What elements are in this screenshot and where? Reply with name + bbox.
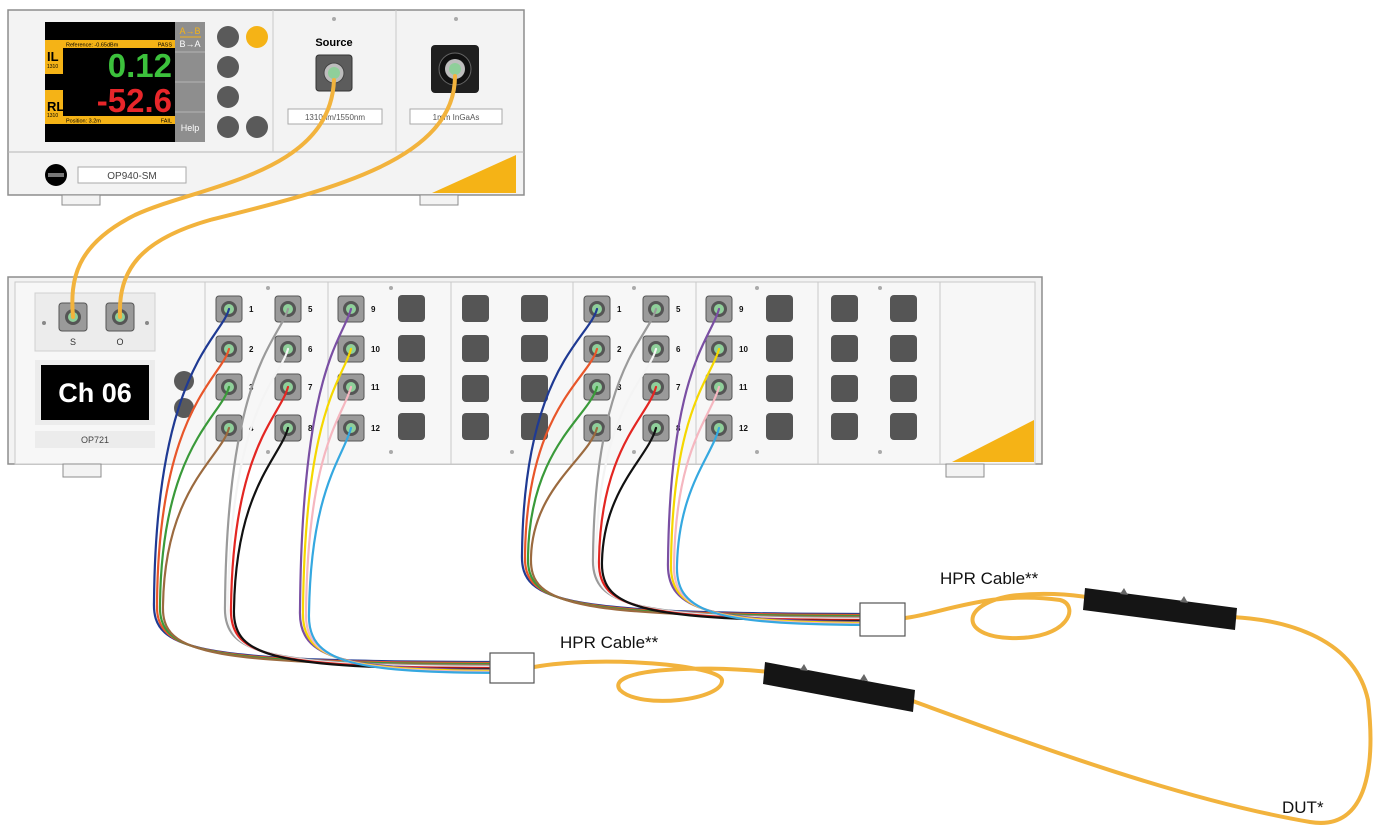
hpr-connector-right xyxy=(1083,588,1237,630)
dut-label: DUT* xyxy=(1282,798,1324,817)
display-pass: PASS xyxy=(158,43,173,49)
channel-display xyxy=(41,365,149,420)
softkey-column: A→B B→A Help xyxy=(175,22,205,142)
display-il-label: IL xyxy=(47,49,59,64)
front-button-1[interactable] xyxy=(217,26,239,48)
channel-port-number: 12 xyxy=(739,424,748,433)
dut-fiber xyxy=(908,615,1373,825)
detector-label: 1mm InGaAs xyxy=(433,113,480,122)
op940-model-label: OP940-SM xyxy=(107,171,156,182)
front-button-3[interactable] xyxy=(217,86,239,108)
fanout-box-left xyxy=(489,652,535,684)
detector-port[interactable] xyxy=(431,45,479,93)
op940-foot-right xyxy=(419,194,459,206)
display-fail: FAIL xyxy=(161,119,172,125)
source-port[interactable] xyxy=(315,54,353,92)
channel-port-number: 2 xyxy=(617,345,622,354)
op721-brand-corner xyxy=(952,420,1034,462)
fanout-box-right xyxy=(859,602,906,637)
fanout-fiber-right-8 xyxy=(600,426,884,623)
switch-button-down[interactable] xyxy=(174,398,194,418)
op721-model-label: OP721 xyxy=(81,435,109,445)
channel-port-number: 7 xyxy=(676,383,681,392)
source-patch-cord xyxy=(70,78,336,319)
softkey-help[interactable]: Help xyxy=(181,123,200,133)
hpr-cable-label-right: HPR Cable** xyxy=(940,569,1039,588)
front-button-4[interactable] xyxy=(217,116,239,138)
source-title: Source xyxy=(315,37,352,49)
channel-port-number: 4 xyxy=(617,424,622,433)
display-reference: Reference: -0.65dBm xyxy=(66,43,119,49)
channel-port-number: 10 xyxy=(739,345,748,354)
switch-button-up[interactable] xyxy=(174,371,194,391)
source-wavelength-label: 1310nm/1550nm xyxy=(305,113,365,122)
channel-port-number: 11 xyxy=(371,383,380,392)
channel-port-number: 1 xyxy=(249,305,254,314)
front-button-2[interactable] xyxy=(217,56,239,78)
channel-port-number: 6 xyxy=(676,345,681,354)
input-port-label-s: S xyxy=(70,337,76,347)
channel-port-number: 9 xyxy=(739,305,744,314)
channel-port-number: 5 xyxy=(676,305,681,314)
display-position: Position: 3.2m xyxy=(66,119,101,125)
op940-display: Reference: -0.65dBm PASS IL 1310 0.12 RL… xyxy=(45,22,175,142)
blank-ports xyxy=(398,295,917,440)
hpr-cable-right xyxy=(903,591,1094,641)
display-il-value: 0.12 xyxy=(108,47,172,84)
hpr-connector-left xyxy=(763,662,915,712)
softkey-a-to-b[interactable]: A→B xyxy=(179,26,200,36)
display-il-wavelength: 1310 xyxy=(47,64,58,70)
channel-port-number: 7 xyxy=(308,383,313,392)
channel-port-number: 6 xyxy=(308,345,313,354)
op721-foot-left xyxy=(62,463,102,478)
op940-foot-left xyxy=(61,194,101,206)
channel-port-number: 10 xyxy=(371,345,380,354)
op940-brand-corner xyxy=(432,155,516,193)
input-port-label-o: O xyxy=(116,337,123,347)
softkey-b-to-a[interactable]: B→A xyxy=(179,39,200,49)
front-button-amber[interactable] xyxy=(246,26,268,48)
fanout-fiber-left-8 xyxy=(232,426,514,671)
fanout-fiber-right-12 xyxy=(675,426,884,627)
channel-port-number: 1 xyxy=(617,305,622,314)
channel-port-number: 2 xyxy=(249,345,254,354)
display-rl-label: RL xyxy=(47,99,64,114)
display-rl-wavelength: 1310 xyxy=(47,113,58,119)
channel-port-number: 8 xyxy=(308,424,313,433)
hpr-cable-label-left: HPR Cable** xyxy=(560,633,659,652)
patch-cords xyxy=(70,74,457,319)
fanout-fibers xyxy=(152,307,884,675)
fanout-fiber-left-12 xyxy=(307,426,514,675)
channel-port-number: 11 xyxy=(739,383,748,392)
channel-port-number: 3 xyxy=(617,383,622,392)
detector-patch-cord xyxy=(117,74,457,319)
channel-port-number: 9 xyxy=(371,305,376,314)
channel-port-number: 5 xyxy=(308,305,313,314)
op721-switch: S O Ch 06 OP721 123456789101112123456789… xyxy=(7,276,1043,478)
op940-instrument: Reference: -0.65dBm PASS IL 1310 0.12 RL… xyxy=(7,9,525,206)
channel-port-number: 12 xyxy=(371,424,380,433)
front-button-5[interactable] xyxy=(246,116,268,138)
display-rl-value: -52.6 xyxy=(97,82,172,119)
op721-foot-right xyxy=(945,463,985,478)
channel-display-text: Ch 06 xyxy=(58,378,132,408)
hpr-cable-assembly xyxy=(532,591,1373,825)
hpr-cable-left xyxy=(532,659,772,703)
